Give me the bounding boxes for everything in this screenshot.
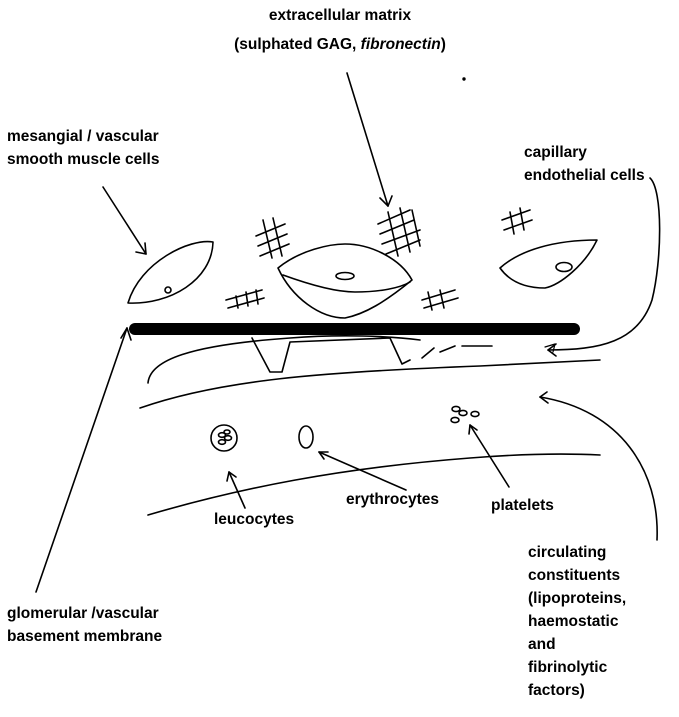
label-ecm-line2: (sulphated GAG, fibronectin) xyxy=(200,33,480,56)
ecm-mesh-4 xyxy=(226,290,264,308)
ecm-mesh-1 xyxy=(256,218,289,258)
label-endothelial-line1: capillary xyxy=(524,141,645,164)
label-ecm-line1: extracellular matrix xyxy=(200,4,480,27)
label-basement-membrane: glomerular /vascular basement membrane xyxy=(7,602,162,649)
arrow-to-erythrocyte xyxy=(319,452,406,490)
platelet-cells xyxy=(451,406,479,422)
label-smooth-muscle-line2: smooth muscle cells xyxy=(7,148,159,171)
arrow-to-smooth-muscle xyxy=(103,187,146,254)
smooth-muscle-cell-right xyxy=(500,240,597,288)
arrow-to-basement-membrane xyxy=(36,328,131,592)
label-circulating-line3: (lipoproteins, xyxy=(528,587,626,610)
label-circulating-line4: haemostatic xyxy=(528,610,626,633)
smooth-muscle-cell-center xyxy=(278,244,412,318)
erythrocyte-cell xyxy=(299,426,313,448)
arrow-to-ecm xyxy=(347,73,392,206)
label-endothelial-line2: endothelial cells xyxy=(524,164,645,187)
label-circulating-line6: fibrinolytic xyxy=(528,656,626,679)
endothelial-layer xyxy=(140,336,600,408)
label-smooth-muscle-line1: mesangial / vascular xyxy=(7,125,159,148)
speck-mark xyxy=(463,78,465,80)
label-basement-membrane-line2: basement membrane xyxy=(7,625,162,648)
label-platelets: platelets xyxy=(491,494,554,517)
label-endothelial: capillary endothelial cells xyxy=(524,141,645,188)
label-smooth-muscle: mesangial / vascular smooth muscle cells xyxy=(7,125,159,172)
smooth-muscle-cell-left xyxy=(128,242,213,304)
label-ecm-line2-prefix: (sulphated GAG, xyxy=(234,36,361,53)
leucocyte-cell xyxy=(211,425,237,451)
label-circulating-line7: factors) xyxy=(528,679,626,702)
arrow-from-circulating xyxy=(540,392,657,540)
label-circulating-line2: constituents xyxy=(528,564,626,587)
label-circulating-line1: circulating xyxy=(528,541,626,564)
label-circulating-constituents: circulating constituents (lipoproteins, … xyxy=(528,541,626,702)
label-ecm-line2-italic: fibronectin xyxy=(361,36,441,53)
label-circulating-line5: and xyxy=(528,633,626,656)
label-ecm-line2-suffix: ) xyxy=(441,36,446,53)
label-extracellular-matrix: extracellular matrix (sulphated GAG, fib… xyxy=(200,4,480,57)
label-erythrocytes: erythrocytes xyxy=(346,488,439,511)
label-basement-membrane-line1: glomerular /vascular xyxy=(7,602,162,625)
label-leucocytes: leucocytes xyxy=(214,508,294,531)
ecm-mesh-2 xyxy=(378,208,420,256)
ecm-mesh-3 xyxy=(502,208,532,234)
ecm-mesh-5 xyxy=(422,290,458,310)
